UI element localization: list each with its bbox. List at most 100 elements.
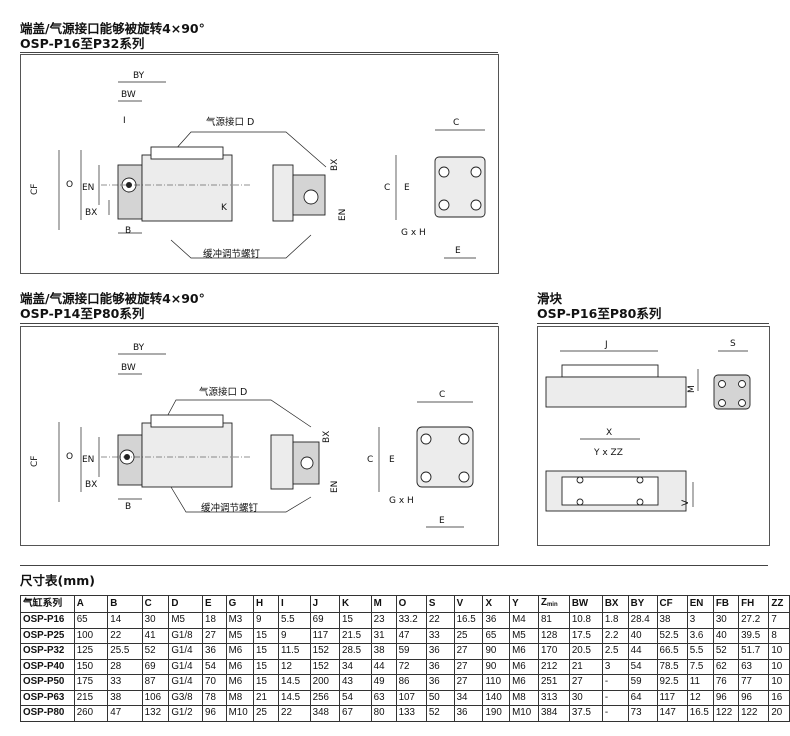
table-header-cell: BX bbox=[601, 595, 629, 613]
table-cell: 63 bbox=[738, 658, 770, 675]
s1-C: C bbox=[453, 118, 459, 128]
table-cell: 9 bbox=[253, 612, 279, 629]
table-cell: 15 bbox=[253, 674, 279, 691]
table-cell: OSP-P63 bbox=[20, 689, 75, 706]
table-cell: 43 bbox=[339, 674, 372, 691]
s2-right-end-body bbox=[270, 434, 294, 490]
table-cell: 125 bbox=[73, 643, 109, 660]
s2-bolt-br bbox=[458, 471, 470, 483]
s1-O: O bbox=[66, 180, 73, 190]
s1-right-port bbox=[303, 189, 319, 205]
s1-EN: EN bbox=[82, 183, 94, 193]
section1-title-line2: OSP-P16至P32系列 bbox=[20, 36, 145, 51]
s1-E-left: E bbox=[404, 183, 410, 193]
s3-hole-2 bbox=[636, 476, 644, 484]
table-cell: G1/8 bbox=[168, 627, 203, 644]
table-cell: 38 bbox=[370, 643, 397, 660]
table-header-cell: O bbox=[395, 595, 427, 613]
table-header-cell: BY bbox=[627, 595, 658, 613]
table-cell: 15 bbox=[253, 627, 279, 644]
table-header-cell: C bbox=[141, 595, 170, 613]
table-cell: 65 bbox=[482, 627, 511, 644]
section2-drawing-panel: 气源接口 D 缓冲调节螺钉 CF O EN BX BY BW B BX EN C bbox=[20, 326, 499, 546]
table-cell: 21 bbox=[568, 658, 603, 675]
table-cell: 34 bbox=[339, 658, 372, 675]
table-cell: 132 bbox=[141, 705, 170, 722]
table-header-cell: EN bbox=[686, 595, 714, 613]
table-cell: 96 bbox=[738, 689, 770, 706]
table-header-cell: V bbox=[453, 595, 484, 613]
table-cell: 27 bbox=[453, 658, 484, 675]
table-cell: M4 bbox=[509, 612, 539, 629]
table-cell: M6 bbox=[509, 658, 539, 675]
table-cell: 10 bbox=[768, 643, 790, 660]
table-cell: 52 bbox=[425, 705, 455, 722]
table-cell: 27 bbox=[568, 674, 603, 691]
s2-screw-label: 缓冲调节螺钉 bbox=[201, 502, 259, 514]
table-cell: 200 bbox=[309, 674, 341, 691]
s1-BW: BW bbox=[121, 90, 136, 100]
s3-M: M bbox=[687, 385, 697, 393]
table-cell: 50 bbox=[425, 689, 455, 706]
s2-EN-right: EN bbox=[330, 481, 340, 493]
table-cell: 100 bbox=[73, 627, 109, 644]
table-cell: M5 bbox=[509, 627, 539, 644]
table-cell: 384 bbox=[537, 705, 570, 722]
table-cell: 34 bbox=[453, 689, 484, 706]
s3-V: V bbox=[681, 499, 691, 506]
s1-bolt-br bbox=[470, 199, 482, 211]
section2-title-line1: 端盖/气源接口能够被旋转4×90° bbox=[20, 291, 205, 306]
table-cell: 51.7 bbox=[738, 643, 770, 660]
s1-BY: BY bbox=[133, 71, 145, 81]
table-cell: 10 bbox=[768, 674, 790, 691]
table-cell: 44 bbox=[370, 658, 397, 675]
table-cell: M6 bbox=[509, 674, 539, 691]
table-cell: 64 bbox=[627, 689, 658, 706]
s3-X: X bbox=[606, 428, 612, 438]
table-cell: 27 bbox=[453, 643, 484, 660]
table-cell: 36 bbox=[202, 643, 227, 660]
s2-E-left: E bbox=[389, 455, 395, 465]
table-cell: 33 bbox=[107, 674, 143, 691]
table-cell: 80 bbox=[370, 705, 397, 722]
table-cell: 73 bbox=[627, 705, 658, 722]
table-cell: 260 bbox=[73, 705, 109, 722]
table-header-cell: FB bbox=[712, 595, 740, 613]
table-cell: 15 bbox=[253, 658, 279, 675]
table-header-cell: A bbox=[73, 595, 109, 613]
table-cell: M5 bbox=[168, 612, 203, 629]
table-cell: 36 bbox=[453, 705, 484, 722]
table-cell: 175 bbox=[73, 674, 109, 691]
table-cell: 30 bbox=[568, 689, 603, 706]
s1-bolt-tl bbox=[438, 166, 450, 178]
s2-BY: BY bbox=[133, 343, 145, 353]
table-cell: 92.5 bbox=[656, 674, 688, 691]
table-cell: 33 bbox=[425, 627, 455, 644]
table-cell: 17.5 bbox=[568, 627, 603, 644]
table-header-cell: BW bbox=[568, 595, 603, 613]
s1-bolt-bl bbox=[438, 199, 450, 211]
table-cell: 11.5 bbox=[278, 643, 311, 660]
table-header-cell: D bbox=[168, 595, 203, 613]
table-cell: 16.5 bbox=[453, 612, 484, 629]
table-cell: 96 bbox=[202, 705, 227, 722]
table-cell: 15 bbox=[253, 643, 279, 660]
table-cell: 52 bbox=[712, 643, 740, 660]
table-title: 尺寸表(mm) bbox=[20, 573, 95, 588]
table-cell: G1/4 bbox=[168, 643, 203, 660]
table-cell: 96 bbox=[712, 689, 740, 706]
table-cell: 40 bbox=[627, 627, 658, 644]
table-cell: 28.4 bbox=[627, 612, 658, 629]
table-cell: 18 bbox=[202, 612, 227, 629]
table-cell: 15 bbox=[339, 612, 372, 629]
table-cell: OSP-P50 bbox=[20, 674, 75, 691]
table-cell: 152 bbox=[309, 643, 341, 660]
s3-slide-plan-top bbox=[561, 476, 659, 506]
table-cell: 30 bbox=[712, 612, 740, 629]
s2-bolt-tl bbox=[420, 433, 432, 445]
s1-B: B bbox=[125, 226, 131, 236]
table-cell: 31 bbox=[370, 627, 397, 644]
